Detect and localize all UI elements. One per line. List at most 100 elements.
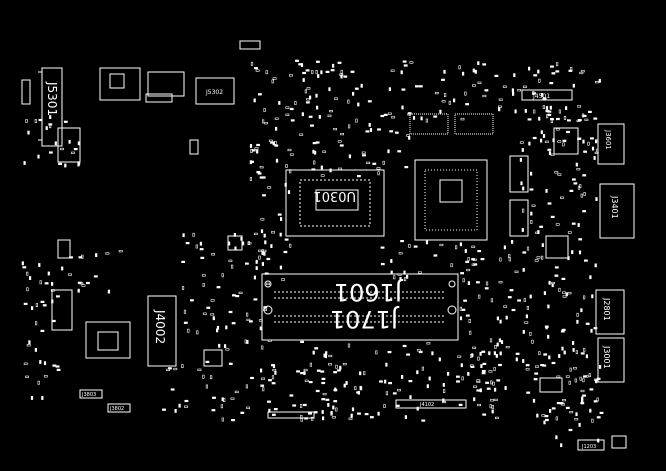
component-pad	[21, 261, 24, 266]
component-pad	[461, 308, 466, 311]
component-pad	[547, 202, 552, 205]
component-pad	[489, 404, 492, 409]
component-pad	[271, 364, 275, 367]
component-pad	[228, 310, 233, 314]
component-pad	[197, 368, 202, 371]
component-pad	[260, 229, 264, 234]
component-pad	[548, 408, 552, 413]
component-pad	[459, 316, 463, 321]
component-pad	[28, 276, 32, 281]
component-pad	[249, 160, 253, 165]
component-pad	[355, 118, 358, 123]
component-pad	[250, 376, 254, 380]
component-pad	[499, 351, 502, 356]
component-pad	[308, 380, 313, 384]
label-j4002: J4002	[153, 309, 167, 344]
component-pad	[339, 144, 344, 147]
component-pad	[596, 148, 599, 153]
component-pad	[93, 275, 98, 278]
component-pad	[522, 85, 527, 88]
component-pad	[221, 417, 224, 422]
component-pad	[335, 364, 338, 369]
component-pad	[554, 274, 559, 277]
component-pad	[515, 352, 520, 355]
component-pad	[522, 186, 525, 191]
component-pad	[573, 182, 578, 185]
component-pad	[321, 381, 326, 385]
component-pad	[359, 385, 362, 390]
component-pad	[572, 347, 575, 352]
component-pad	[526, 391, 531, 394]
component-pad	[464, 249, 467, 253]
component-pad	[216, 328, 219, 333]
component-pad	[184, 399, 189, 403]
component-pad	[555, 416, 558, 421]
component-pad	[61, 266, 64, 271]
component-pad	[174, 408, 177, 413]
component-pad	[195, 244, 198, 249]
component-pad	[302, 78, 305, 82]
component-pad	[481, 372, 486, 375]
component-pad	[211, 253, 216, 256]
component-pad	[465, 314, 470, 317]
component-pad	[557, 140, 562, 143]
component-pad	[308, 412, 312, 415]
component-pad	[45, 126, 48, 131]
component-pad	[311, 70, 314, 74]
component-pad	[372, 162, 377, 165]
component-pad	[359, 371, 362, 376]
component-pad	[502, 85, 507, 88]
component-pad	[562, 295, 567, 298]
component-pad	[426, 342, 431, 345]
component-pad	[418, 350, 423, 354]
component-pad	[398, 252, 403, 255]
component-pad	[274, 126, 278, 131]
component-pad	[550, 118, 554, 121]
component-pad	[471, 84, 476, 87]
component-pad	[77, 162, 80, 167]
component-pad	[69, 256, 73, 259]
component-pad	[118, 250, 123, 253]
component-pad	[397, 389, 401, 392]
component-pad	[202, 312, 207, 315]
component-pad	[261, 345, 264, 350]
component-pad	[498, 338, 502, 343]
component-pad	[357, 412, 361, 415]
component-pad	[522, 329, 525, 334]
component-pad	[246, 406, 251, 409]
right-connectors: J3601 J3401 J2801 J3001 J1203	[539, 123, 635, 451]
component-pad	[555, 70, 560, 73]
component-pad	[238, 291, 243, 295]
component-pad	[354, 87, 359, 90]
component-pad	[362, 154, 366, 157]
component-pad	[406, 134, 411, 137]
component-pad	[394, 131, 399, 134]
component-pad	[221, 273, 224, 278]
component-pad	[457, 355, 462, 358]
component-pad	[263, 306, 268, 309]
component-pad	[493, 387, 497, 392]
component-pad	[473, 397, 476, 402]
component-pad	[496, 342, 499, 347]
component-pad	[351, 407, 355, 412]
cpu-u0301: U0301	[285, 169, 385, 237]
component-pad	[511, 92, 515, 96]
component-pad	[73, 148, 78, 151]
component-pad	[404, 415, 408, 420]
component-pad	[465, 103, 470, 106]
component-pad	[382, 160, 385, 165]
component-pad	[25, 119, 28, 123]
component-pad	[224, 344, 227, 349]
component-pad	[547, 304, 550, 309]
component-pad	[387, 350, 392, 354]
component-pad	[228, 362, 233, 365]
label-j1601: J1601	[334, 278, 404, 306]
component-pad	[212, 316, 215, 321]
component-pad	[590, 328, 593, 333]
component-pad	[527, 66, 531, 71]
component-pad	[452, 98, 456, 103]
component-pad	[320, 70, 323, 75]
component-pad	[258, 319, 263, 322]
component-pad	[289, 153, 294, 156]
component-pad	[441, 100, 446, 103]
